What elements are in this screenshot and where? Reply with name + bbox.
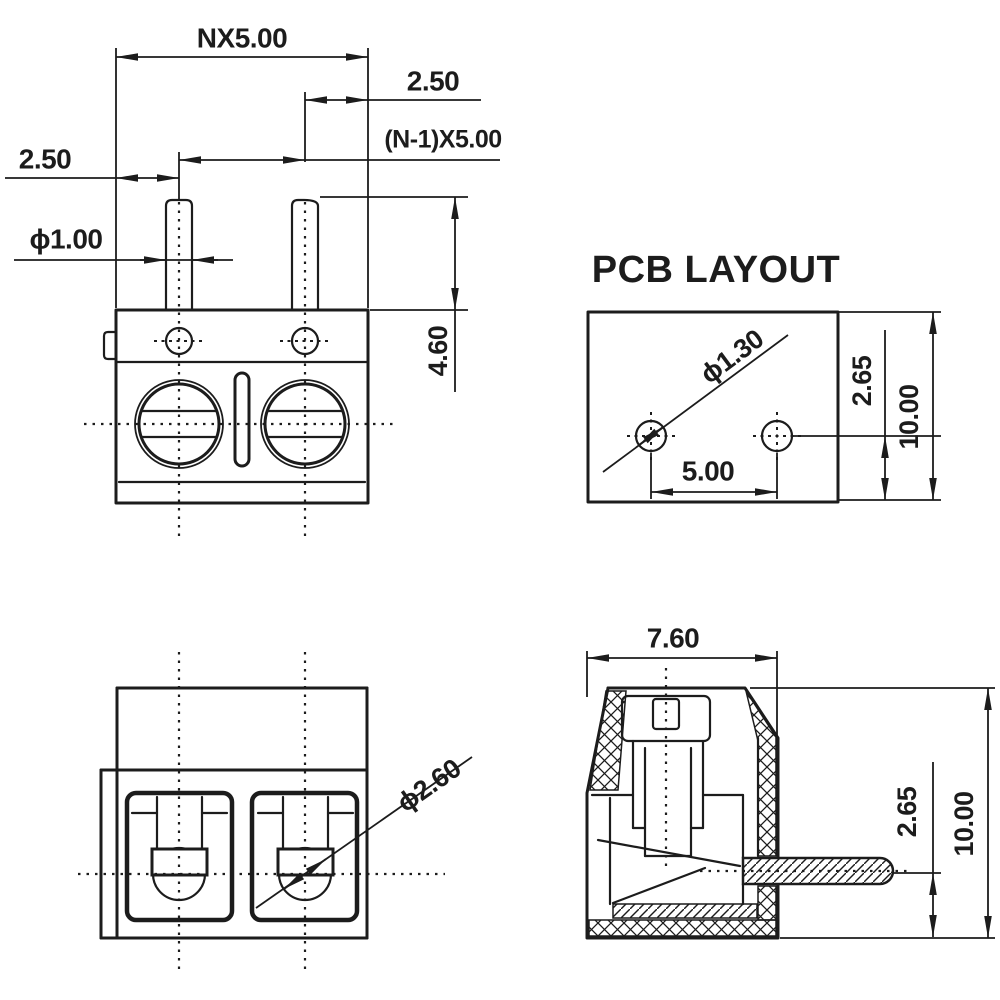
solder-pin-hatch <box>741 856 895 886</box>
dim-pin-length-label: 4.60 <box>423 326 453 377</box>
front-view-centerlines <box>84 202 398 540</box>
top-view-centerlines <box>78 652 445 972</box>
housing-outline <box>114 308 370 505</box>
side-clamp <box>590 736 760 906</box>
front-view: NX5.00 2.50 (N-1)X5.00 2.50 ϕ1.00 4.60 <box>5 22 502 540</box>
front-view-body <box>102 198 370 505</box>
dim-hole-pitch-label: 5.00 <box>682 455 735 486</box>
side-view: 7.60 2.65 10.00 <box>585 622 995 940</box>
divider-slot <box>233 371 251 468</box>
side-view-body <box>585 686 895 940</box>
pcb-layout-dimensions: ϕ1.30 5.00 2.65 10.00 <box>602 311 941 501</box>
pcb-board-outline <box>586 310 840 504</box>
dim-board-depth-label: 10.00 <box>894 384 924 449</box>
pcb-layout-title: PCB LAYOUT <box>592 249 841 291</box>
side-view-dimensions: 7.60 2.65 10.00 <box>586 622 995 939</box>
dim-body-depth-label: 7.60 <box>647 622 700 653</box>
front-view-dimensions: NX5.00 2.50 (N-1)X5.00 2.50 ϕ1.00 4.60 <box>5 22 502 392</box>
dim-end-offset-left-label: 2.50 <box>19 143 72 174</box>
clamp-left <box>150 847 209 877</box>
top-view-body <box>99 686 369 940</box>
cavity-left <box>124 790 235 923</box>
dim-wire-hole-diameter-label: ϕ2.60 <box>392 753 467 818</box>
side-tab <box>102 330 118 361</box>
top-view: ϕ2.60 <box>78 652 473 972</box>
dim-pin-offset-label: 2.65 <box>892 786 922 837</box>
side-view-hatching <box>588 690 777 937</box>
clamp-right <box>276 847 335 877</box>
side-view-centerlines <box>664 668 910 873</box>
pcb-layout-view: PCB LAYOUT ϕ1.30 5.00 2.65 <box>586 249 941 504</box>
pin-right <box>290 198 320 312</box>
dim-hole-edge-offset-label: 2.65 <box>847 355 877 406</box>
dim-pin-pitch-label: (N-1)X5.00 <box>384 126 501 154</box>
dim-pin-diameter-label: ϕ1.00 <box>30 223 103 254</box>
top-view-dimensions: ϕ2.60 <box>255 753 473 909</box>
dim-end-offset-right-label: 2.50 <box>407 65 460 96</box>
dim-body-height-label: 10.00 <box>949 791 979 856</box>
dim-total-pitch-label: NX5.00 <box>197 22 287 53</box>
